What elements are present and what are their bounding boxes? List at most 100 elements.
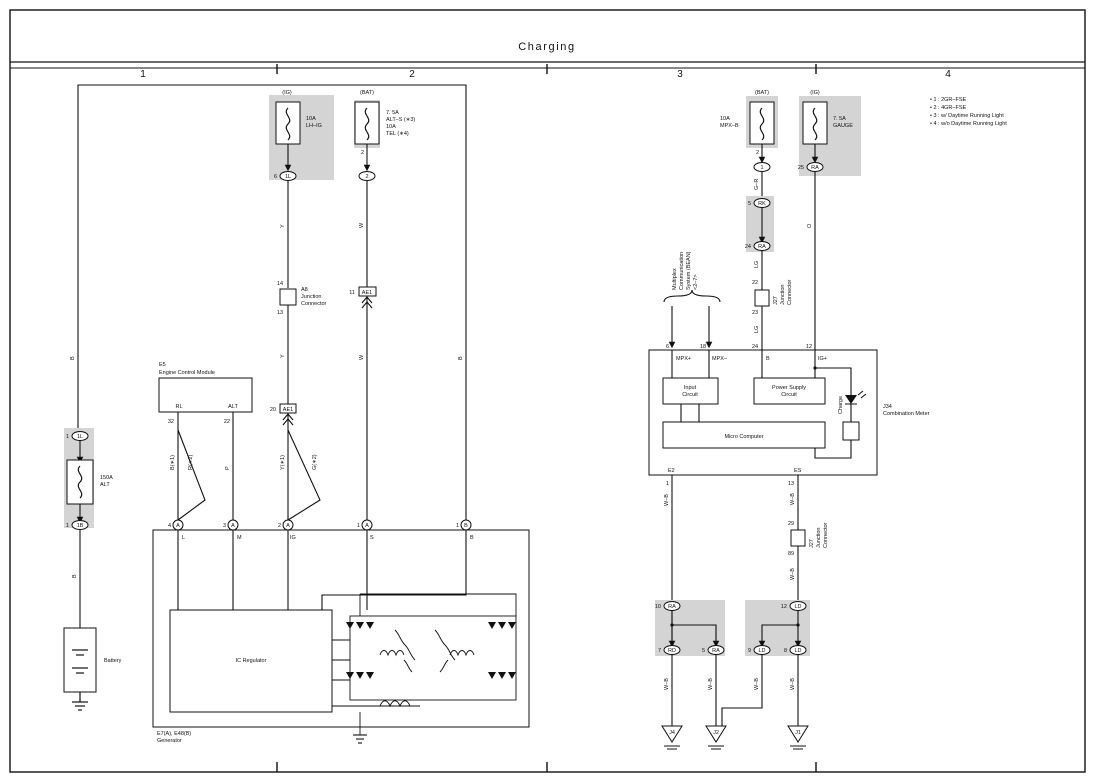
column-1-label: 1 — [140, 69, 146, 80]
svg-text:W–B: W–B — [790, 678, 796, 690]
svg-text:1: 1 — [456, 523, 459, 529]
svg-text:1L: 1L — [285, 174, 291, 180]
diagram-title: Charging — [518, 41, 575, 53]
svg-text:RA: RA — [758, 244, 766, 250]
svg-text:8: 8 — [784, 648, 787, 654]
svg-text:TEL (∗4): TEL (∗4) — [386, 131, 409, 137]
svg-text:S: S — [370, 535, 374, 541]
svg-text:• 4 : w/o Daytime Running Ligh: • 4 : w/o Daytime Running Light — [930, 121, 1007, 127]
svg-text:Junction: Junction — [780, 285, 786, 306]
svg-text:Junction: Junction — [301, 294, 322, 300]
svg-text:RK: RK — [758, 201, 766, 207]
svg-text:AE1: AE1 — [362, 290, 372, 296]
ic-regulator — [169, 609, 333, 713]
battery — [63, 627, 97, 693]
svg-text:RA: RA — [811, 165, 819, 171]
svg-text:29: 29 — [788, 521, 794, 527]
svg-text:RD: RD — [668, 648, 676, 654]
svg-text:Input: Input — [684, 385, 697, 391]
svg-text:1B: 1B — [77, 523, 84, 529]
svg-text:20: 20 — [270, 407, 276, 413]
svg-text:J1: J1 — [795, 730, 801, 736]
svg-text:J27: J27 — [773, 296, 779, 305]
svg-text:1: 1 — [66, 523, 69, 529]
svg-text:E2: E2 — [668, 468, 675, 474]
svg-text:Engine Control Module: Engine Control Module — [159, 370, 215, 376]
svg-text:RA: RA — [668, 604, 676, 610]
svg-text:24: 24 — [752, 344, 758, 350]
svg-text:B: B — [766, 356, 770, 362]
svg-text:89: 89 — [788, 551, 794, 557]
ground-j2: J2 — [705, 725, 727, 750]
svg-text:W: W — [359, 222, 365, 228]
svg-text:R(∗2): R(∗2) — [188, 455, 194, 470]
svg-text:IG+: IG+ — [818, 356, 827, 362]
svg-text:ALT–S (∗3): ALT–S (∗3) — [386, 117, 415, 123]
svg-text:22: 22 — [752, 280, 758, 286]
svg-text:32: 32 — [168, 419, 174, 425]
variant-notes: • 1 : 2GR–FSE • 2 : 4GR–FSE • 3 : w/ Day… — [930, 97, 1007, 127]
svg-text:11: 11 — [349, 290, 355, 296]
svg-text:14: 14 — [277, 281, 283, 287]
svg-text:B: B — [464, 523, 468, 529]
power-supply-circuit — [753, 377, 826, 405]
svg-text:Y: Y — [280, 354, 286, 358]
svg-text:Connector: Connector — [301, 301, 327, 307]
svg-text:5: 5 — [702, 648, 705, 654]
svg-text:ALT: ALT — [228, 404, 238, 410]
svg-text:RA: RA — [712, 648, 720, 654]
svg-text:W–B: W–B — [754, 678, 760, 690]
svg-text:2: 2 — [361, 150, 364, 156]
svg-text:LD: LD — [758, 648, 765, 654]
svg-text:J4: J4 — [669, 730, 675, 736]
svg-text:AE1: AE1 — [283, 407, 293, 413]
svg-text:(BAT): (BAT) — [755, 90, 769, 96]
svg-text:G–R: G–R — [754, 179, 760, 190]
svg-text:12: 12 — [806, 344, 812, 350]
svg-text:9: 9 — [748, 648, 751, 654]
svg-text:B: B — [470, 535, 474, 541]
svg-text:10: 10 — [655, 604, 661, 610]
svg-text:1L: 1L — [77, 434, 83, 440]
j27-junction-connector-upper — [754, 289, 770, 307]
svg-text:Y: Y — [280, 224, 286, 228]
svg-text:Communication: Communication — [679, 252, 685, 290]
svg-text:Power Supply: Power Supply — [772, 385, 806, 391]
column-4-label: 4 — [945, 69, 951, 80]
svg-text:ES: ES — [794, 468, 802, 474]
svg-text:GAUGE: GAUGE — [833, 123, 853, 129]
svg-text:2: 2 — [278, 523, 281, 529]
svg-text:(BAT): (BAT) — [360, 90, 374, 96]
svg-text:J34: J34 — [883, 404, 892, 410]
svg-text:Circuit: Circuit — [682, 392, 698, 398]
svg-text:W–B: W–B — [664, 494, 670, 506]
ground-j4: J4 — [661, 725, 683, 750]
svg-text:RL: RL — [175, 404, 182, 410]
alt-s-tel-fuse — [354, 101, 380, 145]
svg-text:A: A — [365, 523, 369, 529]
svg-text:Y(∗1): Y(∗1) — [280, 455, 286, 470]
combination-meter — [648, 349, 878, 476]
svg-text:B: B — [70, 356, 76, 360]
svg-text:P: P — [225, 466, 231, 470]
micro-computer — [662, 421, 826, 449]
svg-text:22: 22 — [224, 419, 230, 425]
svg-text:E7(A), E48(B): E7(A), E48(B) — [157, 731, 191, 737]
svg-text:M: M — [237, 535, 242, 541]
svg-text:LG: LG — [754, 261, 760, 268]
svg-text:W–B: W–B — [708, 678, 714, 690]
svg-text:A: A — [176, 523, 180, 529]
svg-text:23: 23 — [752, 310, 758, 316]
svg-text:G(∗2): G(∗2) — [312, 454, 318, 470]
column-3-label: 3 — [677, 69, 683, 80]
svg-text:B(∗1): B(∗1) — [170, 455, 176, 470]
svg-text:B: B — [72, 574, 78, 578]
gauge-fuse — [802, 101, 828, 145]
svg-text:Combination Meter: Combination Meter — [883, 411, 930, 417]
svg-text:Multiplex: Multiplex — [672, 268, 678, 290]
svg-text:J2: J2 — [713, 730, 719, 736]
mpx-label: Multiplex Communication System (BEAN) <2… — [672, 251, 699, 290]
svg-text:1: 1 — [666, 481, 669, 487]
svg-text:Circuit: Circuit — [781, 392, 797, 398]
